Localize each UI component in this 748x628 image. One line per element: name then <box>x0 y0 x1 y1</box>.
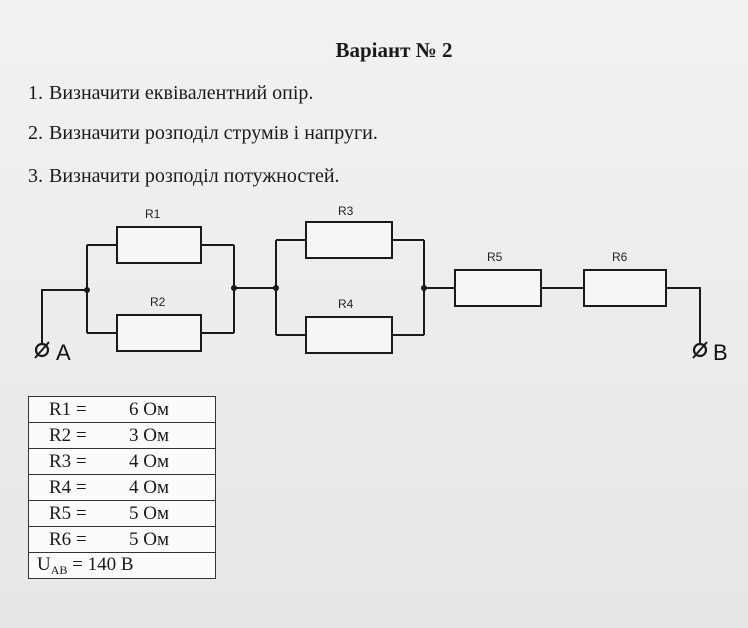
junction-dot <box>273 285 279 291</box>
table-row: R4 = 4 Ом <box>28 474 216 501</box>
resistor-r5 <box>454 269 542 307</box>
table-row: R1 = 6 Ом <box>28 396 216 423</box>
wire-a-lead <box>41 289 87 345</box>
row-name: R5 = <box>28 500 121 527</box>
voltage-value: 140 В <box>87 553 134 575</box>
task-number: 3. <box>28 165 43 187</box>
row-value: 4 Ом <box>121 448 216 475</box>
row-name: R4 = <box>28 474 121 501</box>
label-r5: R5 <box>487 250 503 264</box>
row-value: 6 Ом <box>121 396 216 423</box>
task-number: 2. <box>28 122 43 144</box>
task-number: 1. <box>28 82 43 104</box>
node-b-label: B <box>713 340 728 365</box>
label-r2: R2 <box>150 295 166 309</box>
table-row: R2 = 3 Ом <box>28 422 216 449</box>
junction-dot <box>84 287 90 293</box>
resistor-r4 <box>305 316 393 354</box>
terminal-a-slash <box>34 341 50 359</box>
task-3: 3. Визначити розподіл потужностей. <box>28 165 340 188</box>
label-r6: R6 <box>612 250 628 264</box>
voltage-cell: UAB = 140 В <box>28 552 216 579</box>
row-value: 4 Ом <box>121 474 216 501</box>
voltage-symbol: UAB <box>37 554 67 578</box>
node-a-label: A <box>56 340 71 365</box>
voltage-row: UAB = 140 В <box>28 552 216 579</box>
row-value: 5 Ом <box>121 526 216 553</box>
row-name: R2 = <box>28 422 121 449</box>
task-text: Визначити розподіл струмів і напруги. <box>49 122 378 144</box>
task-text: Визначити розподіл потужностей. <box>49 165 340 187</box>
values-table: R1 = 6 Ом R2 = 3 Ом R3 = 4 Ом R4 = 4 Ом … <box>28 396 216 579</box>
label-r1: R1 <box>145 207 161 221</box>
voltage-letter: U <box>37 553 51 575</box>
table-row: R5 = 5 Ом <box>28 500 216 527</box>
wire-b-lead <box>666 287 701 345</box>
task-2: 2. Визначити розподіл струмів і напруги. <box>28 122 378 145</box>
task-text: Визначити еквівалентний опір. <box>49 82 314 104</box>
resistor-r6 <box>583 269 667 307</box>
label-r4: R4 <box>338 297 354 311</box>
junction-dot <box>231 285 237 291</box>
voltage-subscript: AB <box>50 562 68 577</box>
task-1: 1. Визначити еквівалентний опір. <box>28 82 313 105</box>
resistor-r1 <box>116 226 202 264</box>
row-name: R1 = <box>28 396 121 423</box>
label-r3: R3 <box>338 204 354 218</box>
junction-dot <box>421 285 427 291</box>
table-row: R6 = 5 Ом <box>28 526 216 553</box>
voltage-eq: = <box>72 553 83 575</box>
row-name: R6 = <box>28 526 121 553</box>
table-row: R3 = 4 Ом <box>28 448 216 475</box>
row-name: R3 = <box>28 448 121 475</box>
terminal-b-slash <box>692 341 708 359</box>
row-value: 3 Ом <box>121 422 216 449</box>
resistor-r2 <box>116 314 202 352</box>
resistor-r3 <box>305 221 393 259</box>
variant-title: Варіант № 2 <box>335 38 453 62</box>
row-value: 5 Ом <box>121 500 216 527</box>
